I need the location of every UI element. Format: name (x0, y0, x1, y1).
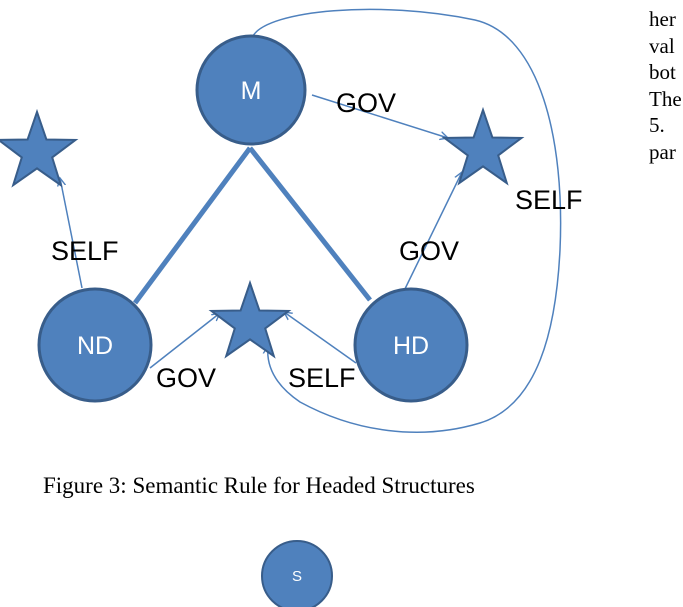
label-nd-self: SELF (51, 236, 119, 266)
label-hd-self: SELF (288, 363, 356, 393)
text-line: 5. (649, 113, 665, 137)
arrow-hd-self (284, 312, 357, 364)
star-right (441, 106, 525, 186)
arrow-nd-gov (149, 313, 220, 369)
label-hd-gov: GOV (399, 236, 459, 266)
node-nd (37, 287, 153, 403)
arrow-m-self (252, 8, 562, 433)
node-s (261, 540, 333, 607)
arrow-nd-self (60, 178, 83, 289)
arrow-m-gov (311, 94, 448, 138)
label-m-gov: GOV (336, 88, 396, 118)
label-nd-gov: GOV (156, 363, 216, 393)
node-m (195, 34, 307, 146)
star-center (208, 279, 292, 359)
text-line: val (649, 33, 675, 58)
node-hd (353, 287, 469, 403)
node-s-label: S (292, 568, 302, 585)
arrow-hd-gov (401, 172, 462, 296)
line-m-to-hd (248, 146, 372, 302)
star-left (0, 108, 79, 188)
cropped-body-text: her val bot The 5. par (649, 6, 683, 165)
node-m-label: M (241, 77, 262, 105)
label-m-self: SELF (515, 185, 583, 215)
figure-caption: Figure 3: Semantic Rule for Headed Struc… (43, 473, 475, 498)
text-line: The (649, 86, 682, 111)
node-nd-label: ND (77, 332, 113, 360)
line-m-to-nd (132, 146, 253, 305)
text-line: her (649, 7, 676, 31)
text-line: par (649, 139, 676, 164)
node-hd-label: HD (393, 332, 429, 360)
text-line: bot (649, 60, 676, 84)
